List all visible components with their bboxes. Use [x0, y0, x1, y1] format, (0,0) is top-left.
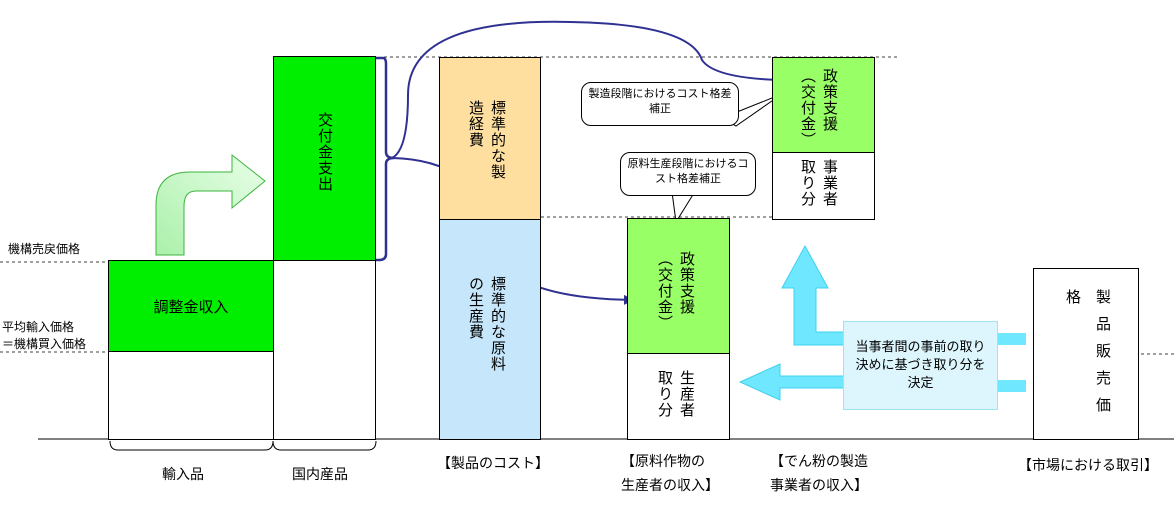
market-price-box: 製品販売価格	[1033, 268, 1139, 440]
farmer-share-box: 生産者取り分	[627, 353, 730, 440]
farmer-share-label: 生産者取り分	[656, 370, 696, 418]
connector-to-manufacturer	[391, 20, 782, 159]
manufacturer-caption-1: 【でん粉の製造	[770, 454, 868, 470]
farmer-policy-box: 政策支援（交付金）	[627, 218, 730, 354]
curved-arrow-icon	[155, 153, 266, 256]
cyan-right-stub	[998, 333, 1026, 345]
manufacturing-stage-note: 製造段階におけるコスト格差補正	[581, 82, 739, 126]
manufacturer-caption-2: 事業者の収入】	[770, 478, 868, 494]
farmer-policy-label: 政策支援（交付金）	[656, 251, 696, 331]
raw-material-cost-box: 標準的な原料の生産費	[439, 219, 541, 440]
cyan-left-arrow-icon	[738, 363, 846, 401]
agreement-note-text: 当事者間の事前の取り決めに基づき取り分を決定	[855, 339, 986, 391]
import-label: 輸入品	[162, 467, 204, 483]
manufacturer-policy-label: 政策支援（交付金）	[799, 68, 839, 148]
domestic-brace	[272, 440, 377, 451]
raw-production-stage-note: 原料生産段階におけるコスト格差補正	[620, 152, 756, 196]
farmer-caption-1: 【原料作物の	[621, 454, 705, 470]
adjust-income-label: 調整金収入	[153, 297, 229, 316]
raw-material-cost-label: 標準的な原料の生産費	[467, 276, 507, 372]
market-price-label: 製品販売価格	[1064, 289, 1112, 424]
manufacturer-share-label: 事業者取り分	[799, 159, 839, 207]
farmer-caption-2: 生産者の収入】	[621, 478, 719, 494]
manufacturing-cost-label: 標準的な製造経費	[467, 100, 507, 180]
subsidy-payment-label: 交付金支出	[316, 112, 334, 192]
domestic-base-box	[273, 260, 376, 440]
domestic-label: 国内産品	[292, 467, 348, 483]
adjust-income-box: 調整金収入	[108, 260, 274, 352]
manufacturer-share-box: 事業者取り分	[772, 152, 875, 220]
market-caption: 【市場における取引】	[1018, 458, 1158, 474]
kikou-price-label: 機構売戻価格	[8, 242, 81, 256]
manufacturer-policy-box: 政策支援（交付金）	[772, 57, 875, 153]
subsidy-payment-box: 交付金支出	[273, 56, 376, 261]
import-brace	[109, 440, 274, 451]
import-base-box	[108, 351, 274, 440]
cost-caption: 【製品のコスト】	[437, 456, 549, 472]
cyan-right-stub-2	[998, 380, 1026, 392]
kikou-buy-price-label: ＝機構買入価格	[2, 337, 87, 351]
agreement-note: 当事者間の事前の取り決めに基づき取り分を決定	[843, 321, 998, 410]
cyan-up-arrow-icon	[781, 244, 846, 346]
subsidy-bracket	[376, 56, 395, 262]
avg-import-price-label: 平均輸入価格	[2, 320, 75, 334]
manufacturing-cost-box: 標準的な製造経費	[439, 57, 541, 220]
